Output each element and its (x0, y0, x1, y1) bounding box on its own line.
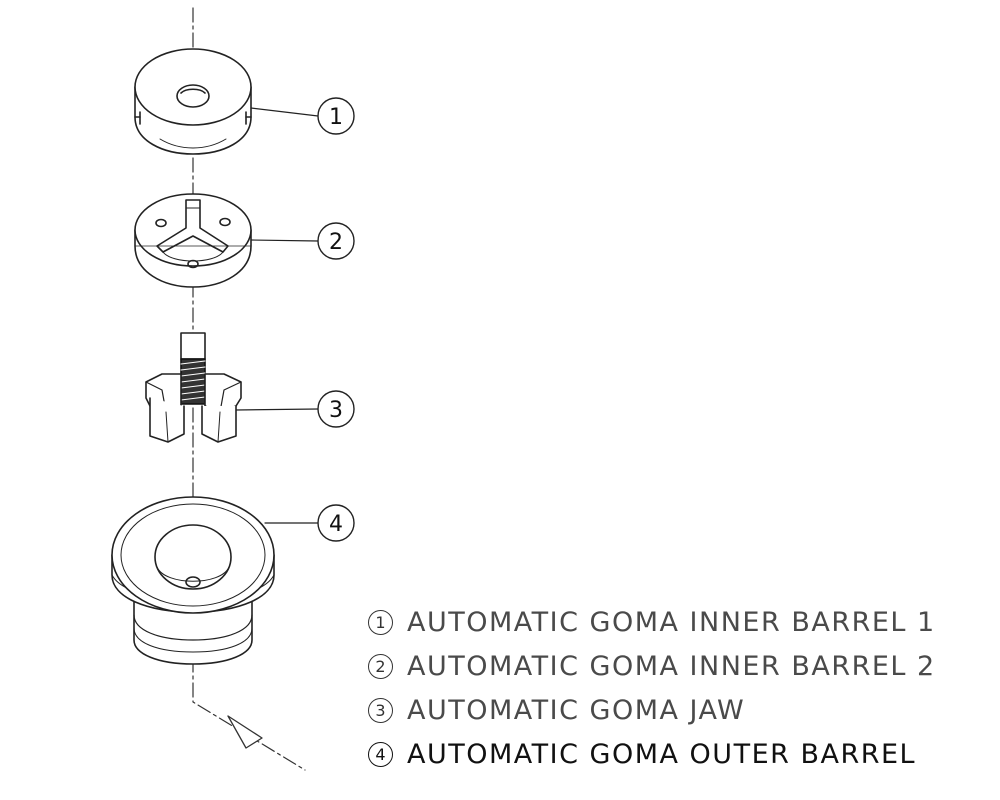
jaw-icon (145, 332, 242, 443)
legend-marker-3: 3 (368, 697, 393, 723)
legend-label-3: AUTOMATIC GOMA JAW (407, 694, 746, 726)
legend-item-1: 1 AUTOMATIC GOMA INNER BARREL 1 (368, 600, 988, 644)
legend-item-4: 4 AUTOMATIC GOMA OUTER BARREL (368, 732, 988, 776)
direction-arrow-icon (227, 715, 263, 749)
legend-marker-2: 2 (368, 653, 393, 679)
parts-legend: 1 AUTOMATIC GOMA INNER BARREL 1 2 AUTOMA… (368, 600, 988, 776)
inner-barrel-1-icon (134, 48, 252, 155)
callout-1: 1 (317, 97, 355, 135)
callout-number-4: 4 (329, 512, 343, 537)
inner-barrel-2-icon (134, 193, 252, 288)
callout-number-2: 2 (329, 230, 343, 255)
leader-line-3 (235, 408, 319, 411)
legend-label-4: AUTOMATIC GOMA OUTER BARREL (407, 738, 917, 770)
callout-3: 3 (317, 390, 355, 428)
legend-marker-4: 4 (368, 741, 393, 767)
leader-line-1 (250, 107, 319, 117)
legend-label-1: AUTOMATIC GOMA INNER BARREL 1 (407, 606, 936, 638)
outer-barrel-icon (111, 496, 275, 665)
legend-item-2: 2 AUTOMATIC GOMA INNER BARREL 2 (368, 644, 988, 688)
callout-number-3: 3 (329, 398, 343, 423)
legend-label-2: AUTOMATIC GOMA INNER BARREL 2 (407, 650, 936, 682)
legend-marker-1: 1 (368, 609, 393, 635)
callout-number-1: 1 (329, 105, 343, 130)
leader-line-2 (250, 239, 319, 242)
callout-4: 4 (317, 504, 355, 542)
callout-2: 2 (317, 222, 355, 260)
legend-item-3: 3 AUTOMATIC GOMA JAW (368, 688, 988, 732)
leader-lines (235, 107, 319, 524)
